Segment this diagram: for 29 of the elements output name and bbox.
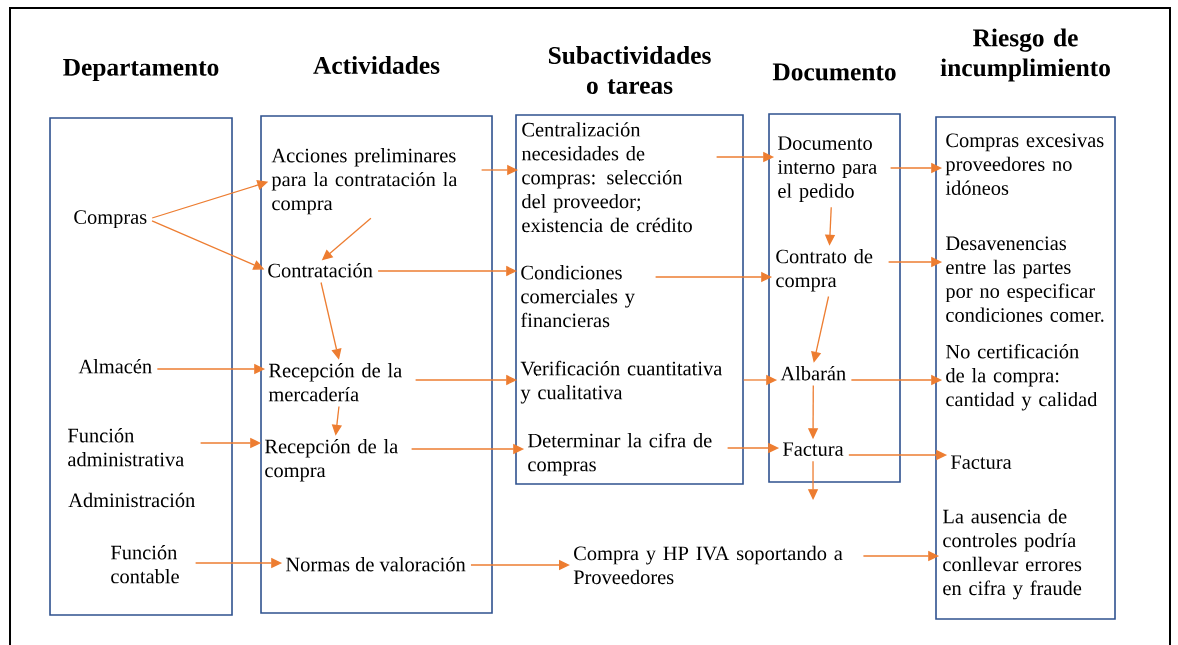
step-text: Acciones preliminares para la contratación la compra	[271, 148, 458, 215]
step-text: Almacén	[78, 359, 152, 374]
node-label: Documento	[772, 63, 896, 81]
step-text: Documento interno para el pedido	[777, 136, 877, 202]
node-label: Subactividades o tareas	[548, 46, 711, 94]
node-label: Actividades	[313, 56, 440, 74]
department-label: Administración	[68, 492, 195, 508]
step-text: Función contable	[111, 545, 179, 584]
step-text: Compras	[74, 210, 147, 229]
step-text: Factura	[951, 455, 1012, 469]
step-text: Albarán	[780, 366, 846, 381]
step-text: Verificación cuantitativa y cualitativa	[520, 360, 722, 404]
step-text: La ausencia de controles podría conllevar errores en cifra y fraude	[943, 509, 1082, 600]
step-text: Factura	[783, 442, 844, 456]
step-text: Normas de valoración	[286, 557, 466, 572]
step-text: Contratación	[268, 263, 373, 278]
step-text: Contrato de compra	[776, 249, 873, 292]
step-text: Compras excesivas proveedores no idóneos	[945, 133, 1104, 195]
step-text: Condiciones comerciales y financieras	[521, 265, 635, 328]
step-text: Determinar la cifra de compras	[528, 432, 712, 476]
node-label: Riesgo de incumplimiento	[940, 28, 1110, 82]
step-text: No certificación de la compra: cantidad y calidad	[946, 343, 1098, 411]
step-text: Función administrativa	[68, 428, 184, 467]
step-text: Desavenencias entre las partes por no especificar condiciones comer.	[945, 236, 1104, 322]
step-text: Centralización necesidades de compras: selección del proveedor; existencia de crédito	[521, 122, 692, 233]
step-text: Compra y HP IVA soportando a Proveedores	[573, 545, 843, 585]
step-text: Recepción de la compra	[265, 438, 398, 482]
node-label: Departamento	[63, 58, 219, 82]
step-text: Recepción de la mercadería	[268, 363, 402, 402]
